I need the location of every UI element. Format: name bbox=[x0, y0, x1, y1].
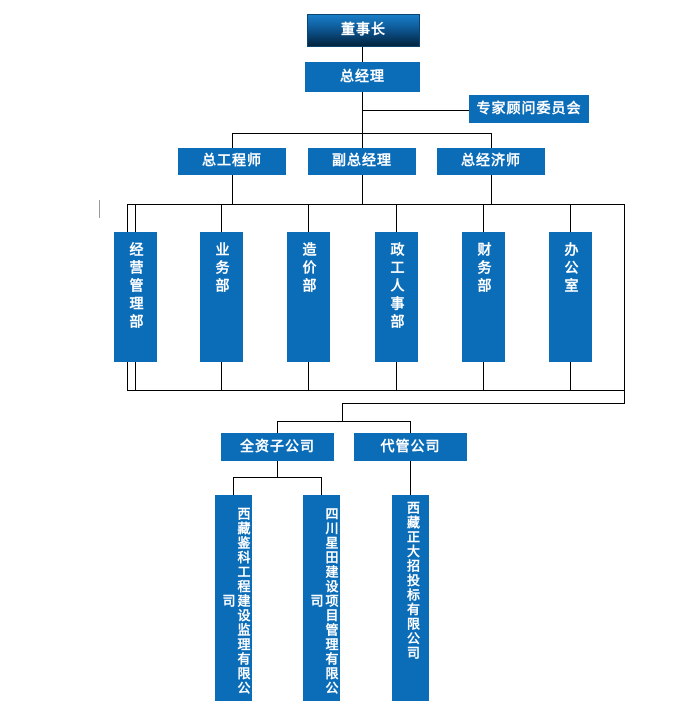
node-chief-engineer[interactable]: 总工程师 bbox=[178, 148, 286, 175]
node-department-3-label: 造价部 bbox=[300, 242, 317, 296]
node-department-2-label: 业务部 bbox=[213, 242, 230, 296]
connector-managed-group-drop bbox=[410, 461, 411, 495]
connector-chief-economist-drop bbox=[491, 175, 492, 205]
node-subsidiary-3[interactable]: 西藏正大招投标有限公司 bbox=[392, 495, 429, 701]
connector-dept-rise-3 bbox=[308, 362, 309, 391]
node-general-manager-label: 总经理 bbox=[340, 68, 385, 85]
connector-dept-drop-4 bbox=[396, 204, 397, 232]
node-general-manager[interactable]: 总经理 bbox=[305, 62, 420, 92]
node-deputy-general-manager-label: 副总经理 bbox=[332, 153, 392, 170]
node-subsidiary-3-label: 西藏正大招投标有限公司 bbox=[403, 501, 419, 661]
node-managed-group[interactable]: 代管公司 bbox=[354, 433, 467, 461]
connector-dept-rise-5 bbox=[483, 362, 484, 391]
node-department-2[interactable]: 业务部 bbox=[200, 232, 243, 362]
node-department-1[interactable]: 经营管理部 bbox=[114, 232, 157, 362]
node-managed-group-label: 代管公司 bbox=[380, 438, 441, 455]
connector-dept-drop-3 bbox=[308, 204, 309, 232]
node-subsidiary-2-label: 四川星田建设项目管理有限公司 bbox=[307, 506, 338, 696]
connector-dept-drop-1 bbox=[135, 204, 136, 232]
node-chairman[interactable]: 董事长 bbox=[307, 14, 420, 47]
node-chief-economist[interactable]: 总经济师 bbox=[437, 148, 545, 175]
node-department-3[interactable]: 造价部 bbox=[287, 232, 330, 362]
connector-department-bus-bottom bbox=[127, 390, 625, 391]
node-department-4[interactable]: 政工人事部 bbox=[375, 232, 418, 362]
gray-tick-mark bbox=[99, 200, 100, 218]
node-advisory-committee-label: 专家顾问委员会 bbox=[476, 100, 582, 117]
connector-subsidiary-child-2 bbox=[321, 477, 322, 495]
node-department-5-label: 财务部 bbox=[475, 242, 492, 296]
node-subsidiary-group-label: 全资子公司 bbox=[240, 438, 315, 455]
node-subsidiary-1-label: 西藏鉴科工程建设监理有限公司 bbox=[219, 506, 250, 696]
node-chief-economist-label: 总经济师 bbox=[461, 153, 521, 170]
node-advisory-committee[interactable]: 专家顾问委员会 bbox=[469, 95, 589, 123]
node-chairman-label: 董事长 bbox=[341, 22, 386, 39]
connector-subsidiary-children-bus bbox=[233, 477, 322, 478]
connector-dept-rise-4 bbox=[396, 362, 397, 391]
connector-bus-to-chief-engineer bbox=[232, 133, 233, 148]
connector-gm-trunk bbox=[362, 92, 363, 134]
connector-chairman-to-gm bbox=[362, 47, 363, 63]
node-subsidiary-1[interactable]: 西藏鉴科工程建设监理有限公司 bbox=[215, 495, 252, 701]
node-department-6[interactable]: 办公室 bbox=[549, 232, 592, 362]
connector-dept-rise-6 bbox=[570, 362, 571, 391]
connector-dept-drop-2 bbox=[221, 204, 222, 232]
connector-bus-to-deputy-gm bbox=[362, 133, 363, 148]
connector-subsidiary-bus bbox=[277, 421, 411, 422]
connector-dept-drop-6 bbox=[570, 204, 571, 232]
connector-chief-engineer-drop bbox=[232, 175, 233, 205]
node-subsidiary-2[interactable]: 四川星田建设项目管理有限公司 bbox=[303, 495, 340, 701]
node-chief-engineer-label: 总工程师 bbox=[202, 153, 262, 170]
connector-deputy-gm-drop bbox=[362, 175, 363, 205]
node-deputy-general-manager[interactable]: 副总经理 bbox=[308, 148, 416, 175]
connector-dept-drop-5 bbox=[483, 204, 484, 232]
connector-department-frame-right bbox=[624, 204, 625, 403]
connector-dept-rise-1 bbox=[135, 362, 136, 391]
node-department-5[interactable]: 财务部 bbox=[462, 232, 505, 362]
node-subsidiary-group[interactable]: 全资子公司 bbox=[221, 433, 334, 461]
connector-subsidiary-group-drop bbox=[277, 461, 278, 477]
connector-right-frame-to-subsidiary-trunk bbox=[342, 403, 625, 404]
connector-gm-to-advisory bbox=[362, 110, 470, 111]
node-department-4-label: 政工人事部 bbox=[388, 242, 405, 332]
connector-department-bus-top bbox=[127, 204, 625, 205]
connector-subsidiary-child-1 bbox=[233, 477, 234, 495]
node-department-6-label: 办公室 bbox=[562, 242, 579, 296]
connector-bus-to-managed-group bbox=[410, 421, 411, 433]
connector-bus-to-subsidiary-group bbox=[277, 421, 278, 433]
connector-bus-to-chief-economist bbox=[491, 133, 492, 148]
node-department-1-label: 经营管理部 bbox=[127, 242, 144, 332]
connector-dept-rise-2 bbox=[221, 362, 222, 391]
connector-subsidiary-trunk bbox=[342, 403, 343, 422]
